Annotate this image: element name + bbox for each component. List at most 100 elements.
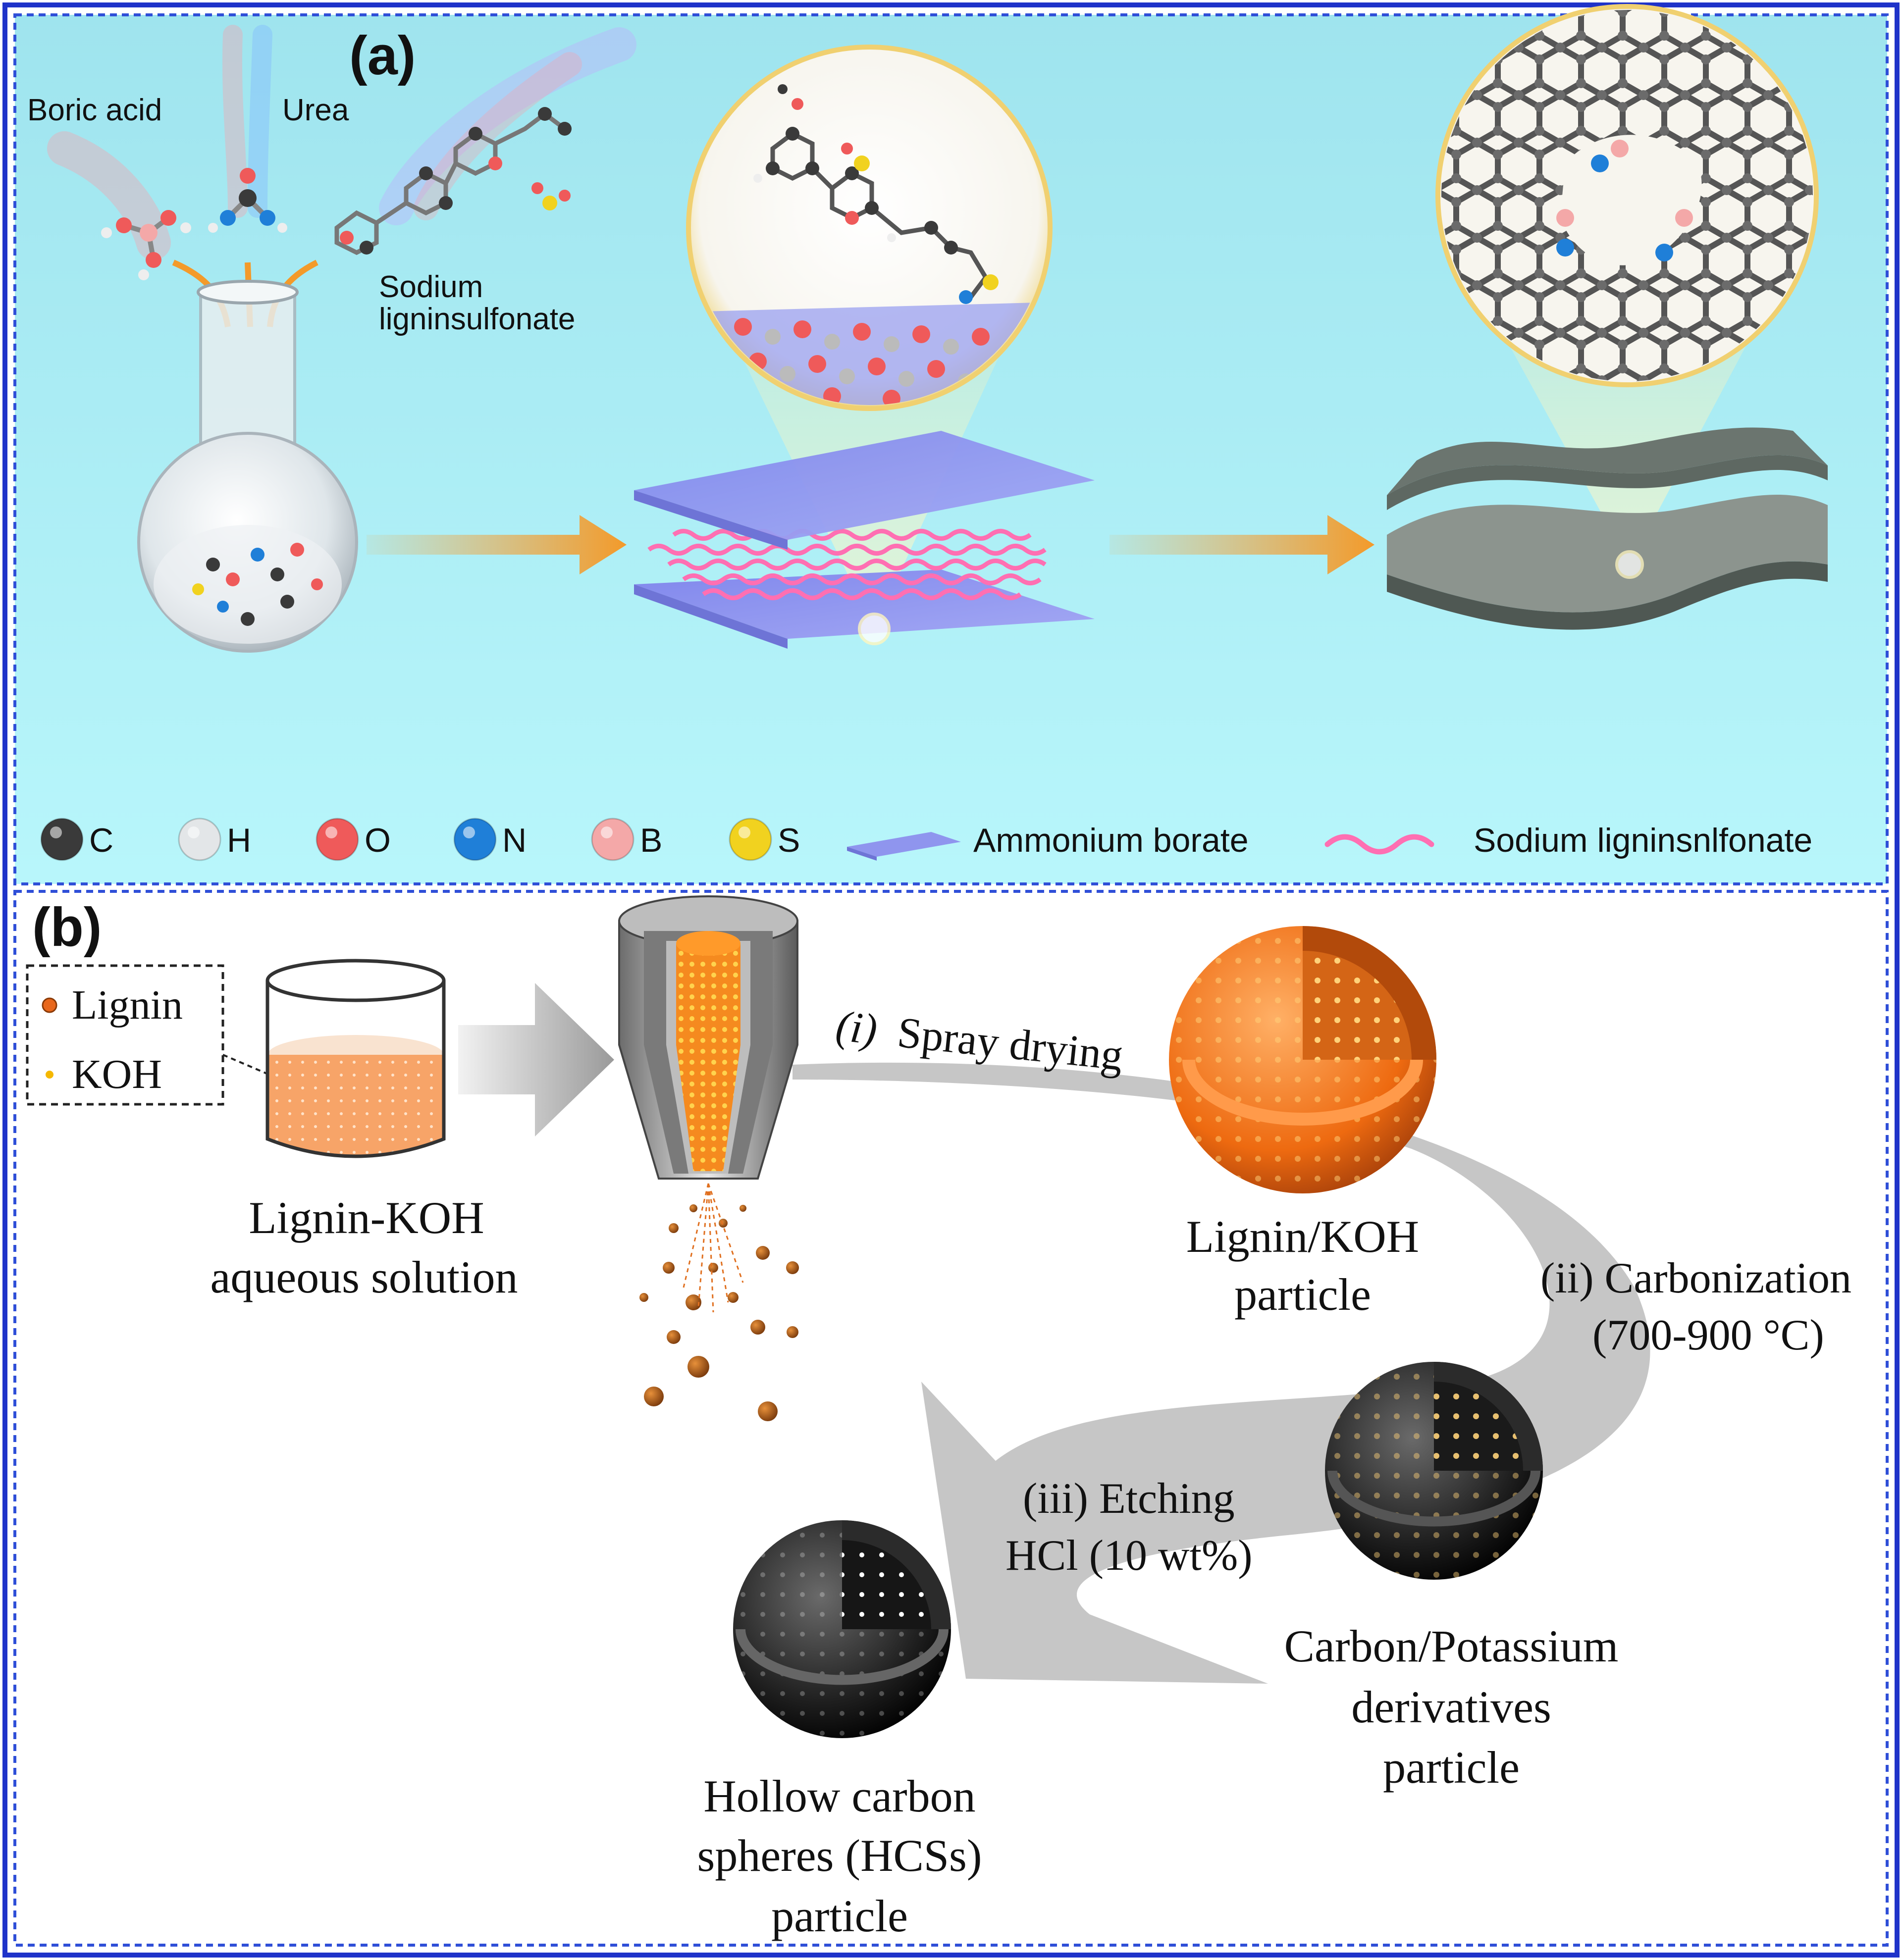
lignin-fibers xyxy=(647,529,1047,600)
legend-atom-o-swatch xyxy=(316,818,359,861)
solution-to-nozzle-arrow xyxy=(458,983,614,1136)
spray-droplet xyxy=(756,1246,770,1260)
boric-acid-molecule xyxy=(101,210,191,280)
legend-atom-highlight xyxy=(50,826,62,838)
step2-label-line2: (700-900 °C) xyxy=(1592,1311,1824,1359)
spray-droplet xyxy=(758,1401,778,1421)
sodium-lignin-legend: Sodium ligninsnlfonate xyxy=(1324,822,1812,859)
step1-prefix: (i) xyxy=(834,1002,880,1054)
koh-legend-label: KOH xyxy=(72,1051,162,1097)
spray-ray xyxy=(697,1183,709,1308)
panel-a-arrow-2 xyxy=(1110,515,1374,574)
flask-molecules xyxy=(192,543,323,626)
boric-acid-label: Boric acid xyxy=(27,93,162,127)
legend-atom-n-label: N xyxy=(502,822,527,859)
legend-atom-n-swatch xyxy=(453,818,497,861)
spray-droplet xyxy=(787,1326,798,1338)
process-path xyxy=(792,1062,1650,1684)
legend-atom-h-label: H xyxy=(227,822,251,859)
sodium-lignin-legend-label: Sodium ligninsnlfonate xyxy=(1474,822,1812,859)
spray-ray xyxy=(707,1183,714,1313)
legend-atom-highlight xyxy=(188,826,200,838)
carbon-sheet xyxy=(1387,427,1828,630)
legend-atom-h-swatch xyxy=(178,818,221,861)
spray-droplet xyxy=(644,1387,664,1406)
legend-atom-b-swatch xyxy=(591,818,634,861)
ligninsulfonate-molecule xyxy=(334,107,572,256)
lignin-dot xyxy=(42,997,57,1013)
particle1-label-line1: Lignin/KOH xyxy=(1186,1211,1419,1262)
sodium-label-line1: Sodium xyxy=(379,270,483,304)
spray-rays xyxy=(683,1183,744,1313)
legend-atom-c-swatch xyxy=(40,818,84,861)
panel-a: (a) Boric acid Urea Sodium ligninsulfona… xyxy=(13,4,1889,885)
legend-atom-highlight xyxy=(601,826,613,838)
legend-atom-c-label: C xyxy=(89,822,113,859)
spray-droplet xyxy=(686,1294,701,1310)
urea-label: Urea xyxy=(282,93,349,127)
legend-atom-b-label: B xyxy=(640,822,662,859)
spray-droplet xyxy=(667,1330,681,1344)
spray-ray xyxy=(683,1183,709,1288)
step3-label-line1: (iii) Etching xyxy=(1023,1475,1235,1523)
legend-atom-s-label: S xyxy=(778,822,800,859)
spray-ray xyxy=(707,1183,744,1283)
magnifier-2 xyxy=(1435,4,1819,387)
panel-b-legend: Lignin KOH xyxy=(26,964,293,1106)
particle3-label-line2: spheres (HCSs) xyxy=(697,1830,982,1881)
urea-molecule xyxy=(208,168,287,233)
panel-a-arrow-1 xyxy=(367,515,627,574)
koh-dot xyxy=(46,1071,53,1079)
spray-droplet xyxy=(719,1219,728,1228)
legend-atom-s-swatch xyxy=(729,818,772,861)
panel-b-tag: (b) xyxy=(32,897,102,958)
legend-atom-highlight xyxy=(463,826,475,838)
spray-droplet xyxy=(728,1292,739,1303)
hollow-carbon-sphere-particle xyxy=(733,1520,951,1738)
lignin-legend-label: Lignin xyxy=(72,982,183,1028)
particle1-label-line2: particle xyxy=(1234,1269,1371,1320)
panel-a-border xyxy=(13,13,1889,885)
spray-droplet xyxy=(669,1223,679,1233)
spray-droplets xyxy=(639,1183,799,1421)
spray-droplet xyxy=(687,1356,709,1378)
sodium-label-line2: ligninsulfonate xyxy=(379,302,575,336)
particle2-label-line2: derivatives xyxy=(1351,1682,1551,1732)
spray-droplet xyxy=(750,1320,765,1335)
panel-a-tag: (a) xyxy=(349,25,416,86)
lignin-molecule-detail xyxy=(753,84,999,304)
spray-droplet xyxy=(708,1263,718,1273)
particle3-label-line3: particle xyxy=(771,1891,908,1941)
spray-ray xyxy=(707,1183,729,1303)
spray-droplet xyxy=(689,1204,697,1212)
magnifier-1 xyxy=(686,45,1053,411)
solution-label-line2: aqueous solution xyxy=(211,1252,518,1302)
particle2-label-line3: particle xyxy=(1383,1742,1520,1793)
reaction-flask xyxy=(137,280,358,653)
step3-label-line2: HCl (10 wt%) xyxy=(1005,1532,1253,1580)
spray-droplet xyxy=(639,1293,648,1302)
particle3-label-line1: Hollow carbon xyxy=(703,1771,975,1821)
lattice-vacancy xyxy=(1556,135,1702,265)
particle2-label-line1: Carbon/Potassium xyxy=(1284,1621,1619,1671)
ammonium-borate-legend: Ammonium borate xyxy=(847,822,1249,861)
lignin-koh-particle xyxy=(1169,926,1436,1193)
step2-label-line1: (ii) Carbonization xyxy=(1540,1254,1851,1302)
ammonium-borate-label: Ammonium borate xyxy=(973,822,1249,859)
panel-b-border xyxy=(13,890,1889,1947)
panel-b: (b) Lignin KOH Lignin-KOH aqueous soluti… xyxy=(13,890,1889,1947)
spray-droplet xyxy=(740,1205,746,1212)
legend-atom-o-label: O xyxy=(365,822,391,859)
legend-atom-highlight xyxy=(325,826,337,838)
spray-droplet xyxy=(663,1262,675,1274)
carbon-potassium-particle xyxy=(1325,1362,1543,1580)
spray-nozzle xyxy=(618,895,798,1180)
ammonium-borate-stack xyxy=(634,431,1095,649)
legend-atom-highlight xyxy=(739,826,750,838)
solution-label-line1: Lignin-KOH xyxy=(249,1192,484,1243)
spray-droplet xyxy=(786,1261,799,1274)
solution-beaker xyxy=(265,959,446,1158)
